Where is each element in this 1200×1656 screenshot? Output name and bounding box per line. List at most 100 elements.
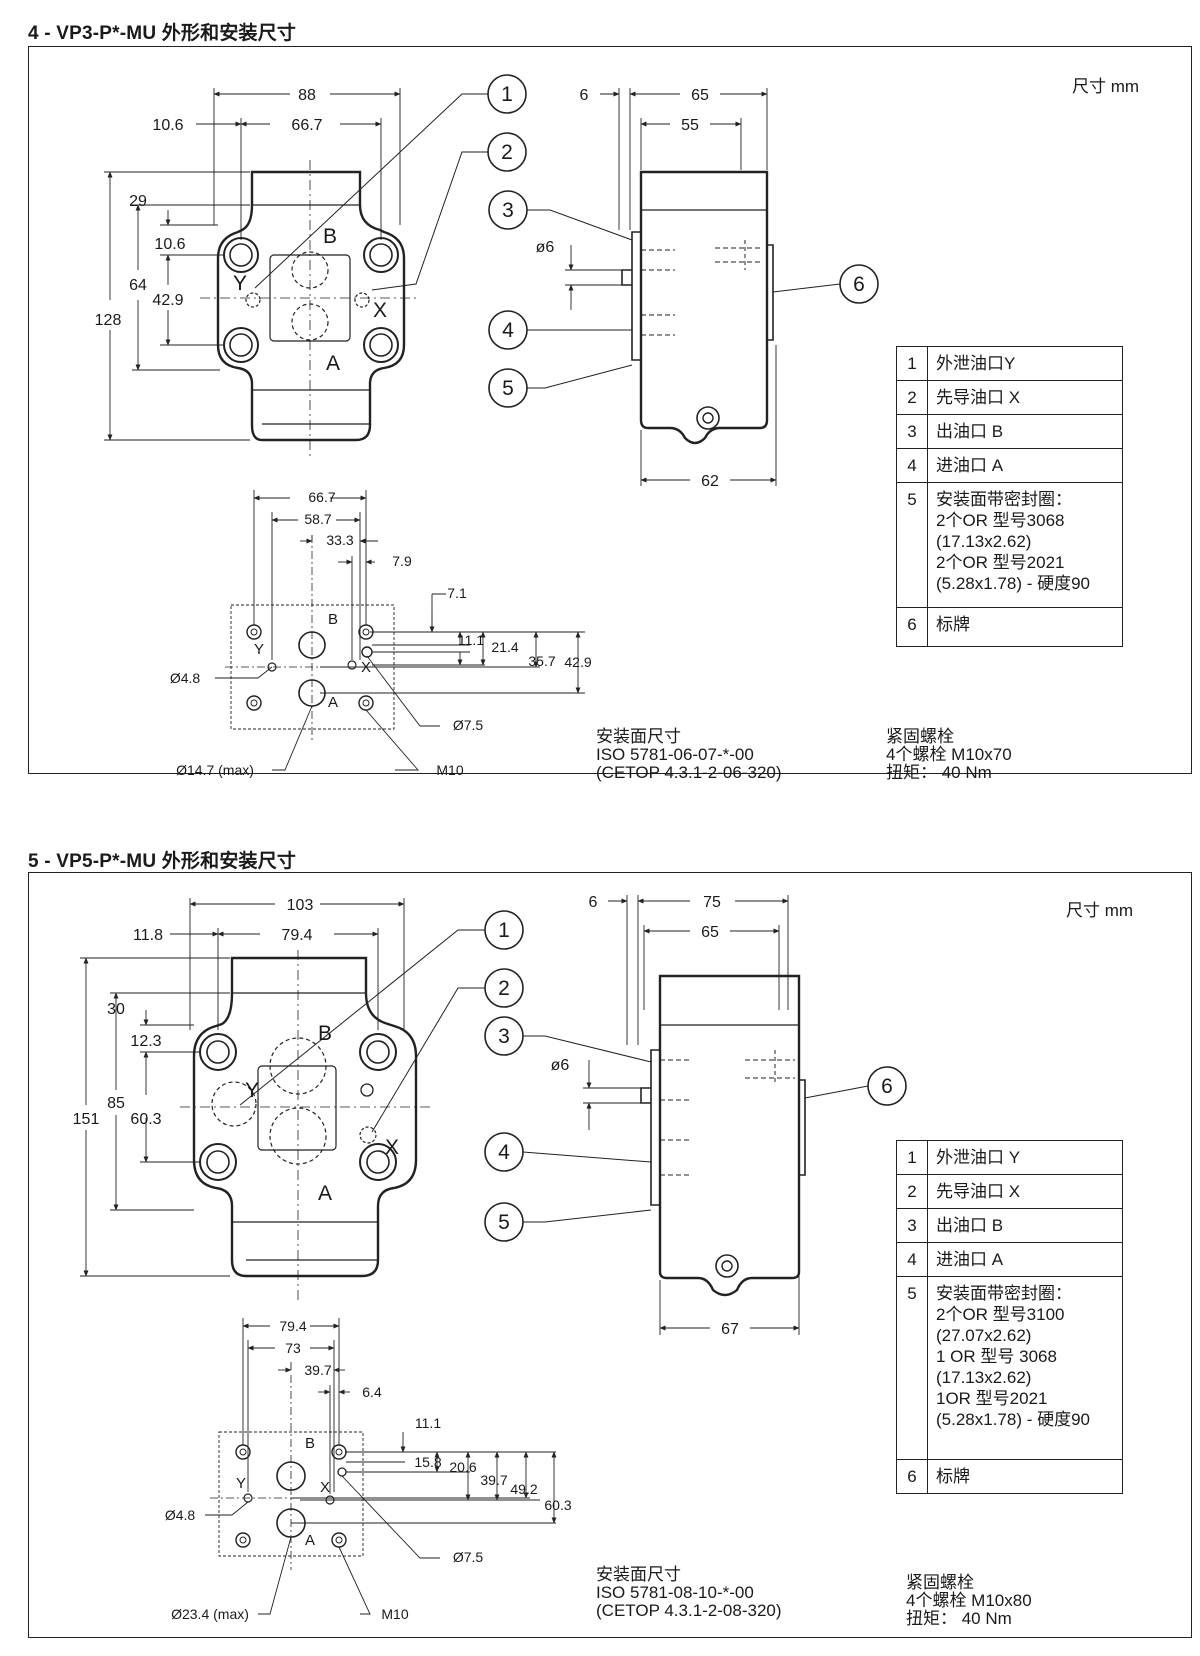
side-dim-67: 67 — [721, 1321, 739, 1338]
side-dim-6: 6 — [580, 87, 589, 104]
dim-151: 151 — [73, 1111, 100, 1128]
side-dim-dia: ø6 — [536, 239, 555, 256]
front-view-1 — [200, 160, 420, 460]
side-view-2 — [640, 974, 806, 1297]
mount-dimension-lines-1 — [215, 490, 585, 771]
legend-number: 1 — [896, 1140, 928, 1175]
dim-88: 88 — [298, 87, 316, 104]
mount-dim-7: 35.7 — [528, 653, 555, 669]
legend-number: 2 — [896, 1174, 928, 1209]
mount-dim-b-0: 79.4 — [279, 1318, 306, 1334]
callout-5: 5 — [502, 377, 514, 400]
legend-number: 5 — [896, 1276, 928, 1460]
mount-dim-b-3: 6.4 — [362, 1384, 382, 1400]
callout-4: 4 — [502, 319, 514, 342]
legend-text: 标牌 — [927, 607, 1123, 647]
callout-3: 3 — [502, 199, 514, 222]
mount-dim-0: 66.7 — [308, 489, 335, 505]
port-x-label-2: X — [385, 1136, 399, 1159]
dim-10-6: 10.6 — [152, 117, 183, 134]
callout-circles-front-1 — [487, 74, 527, 172]
side-dim-6-b: 6 — [589, 894, 598, 911]
port-x-label: X — [373, 299, 387, 322]
mount-port-y-2: Y — [236, 1475, 246, 1492]
legend-text: 标牌 — [927, 1459, 1123, 1494]
callout-circles-side-2 — [484, 1016, 907, 1242]
mount-dia-4-8: Ø4.8 — [170, 670, 201, 686]
callout-2-b: 2 — [498, 977, 510, 1000]
port-b-label: B — [323, 225, 337, 248]
callout-circles-side-1 — [488, 190, 879, 408]
mount-dim-8: 42.9 — [564, 654, 591, 670]
mount-port-y: Y — [254, 641, 264, 658]
unit-label-2: 尺寸 mm — [1066, 901, 1134, 920]
side-dim-dia-b: ø6 — [551, 1057, 570, 1074]
mount-dim-b-5: 15.8 — [414, 1454, 441, 1470]
front-dimension-lines-2 — [80, 898, 405, 1277]
mount-port-x: X — [361, 659, 371, 676]
mount-dim-b-9: 60.3 — [544, 1497, 571, 1513]
callout-5-b: 5 — [498, 1211, 510, 1234]
dim-42-9: 42.9 — [152, 292, 183, 309]
mount-port-a-2: A — [305, 1532, 315, 1549]
mount-m10-b: M10 — [381, 1606, 408, 1622]
mount-dia-7-5-b: Ø7.5 — [453, 1549, 484, 1565]
legend-text: 安装面带密封圈： 2个OR 型号3100 (27.07x2.62) 1 OR 型… — [927, 1276, 1123, 1460]
dim-79-4: 79.4 — [281, 927, 312, 944]
port-a-label: A — [326, 352, 340, 375]
callout-2: 2 — [501, 141, 513, 164]
callout-leaders-side-2 — [522, 1035, 869, 1223]
legend-text: 先导油口 X — [927, 1174, 1123, 1209]
front-view-2 — [180, 950, 430, 1300]
mount-dia-14-7: Ø14.7 (max) — [176, 762, 254, 778]
side-dim-65: 65 — [691, 87, 709, 104]
dim-12-3: 12.3 — [130, 1033, 161, 1050]
legend-text: 进油口 A — [927, 1242, 1123, 1277]
side-dimension-lines-2 — [583, 895, 800, 1335]
section-title-2: 5 - VP5-P*-MU 外形和安装尺寸 — [28, 851, 297, 872]
dim-29: 29 — [129, 193, 147, 210]
legend-text: 出油口 B — [927, 414, 1123, 449]
mount-port-b-2: B — [305, 1435, 315, 1452]
drawing-frame — [28, 46, 1192, 774]
legend-number: 4 — [896, 1242, 928, 1277]
mount-dim-b-4: 11.1 — [415, 1415, 441, 1431]
mount-port-x-2: X — [320, 1479, 330, 1496]
mount-dim-4: 7.1 — [447, 585, 467, 601]
side-dimension-lines-1 — [565, 88, 777, 486]
fixing-bolts-note: 紧固螺栓 4个螺栓 M10x70 扭矩： 40 Nm — [886, 727, 1012, 782]
mount-dimension-lines-2 — [205, 1318, 557, 1615]
callout-leaders-side-1 — [527, 209, 841, 389]
legend-number: 3 — [896, 1208, 928, 1243]
legend-number: 6 — [896, 607, 928, 647]
port-y-label-2: Y — [245, 1079, 259, 1102]
dim-11-8: 11.8 — [133, 927, 163, 944]
legend-number: 3 — [896, 414, 928, 449]
dim-66-7: 66.7 — [291, 117, 322, 134]
mount-dim-3: 7.9 — [392, 553, 412, 569]
legend-text: 外泄油口 Y — [927, 1140, 1123, 1175]
dim-60-3: 60.3 — [130, 1111, 161, 1128]
drawing-frame-2 — [28, 872, 1192, 1638]
fixing-bolts-note-2: 紧固螺栓 4个螺栓 M10x80 扭矩： 40 Nm — [906, 1573, 1032, 1628]
mount-dim-6: 21.4 — [491, 639, 518, 655]
side-view-1 — [621, 170, 774, 445]
callout-4-b: 4 — [498, 1141, 510, 1164]
mount-dim-b-7: 39.7 — [480, 1472, 507, 1488]
callout-leaders-2 — [239, 929, 485, 1133]
dim-128: 128 — [95, 312, 122, 329]
side-dim-75: 75 — [703, 894, 721, 911]
callout-3-b: 3 — [498, 1025, 510, 1048]
mount-dim-b-2: 39.7 — [304, 1362, 331, 1378]
legend-text: 外泄油口Y — [927, 346, 1123, 381]
